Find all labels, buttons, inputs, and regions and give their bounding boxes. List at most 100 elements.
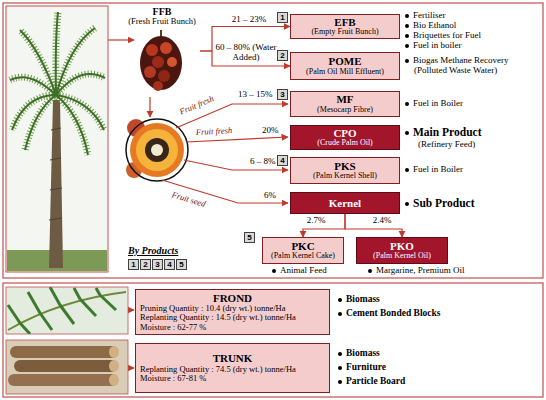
annotation: 6 – 8% xyxy=(250,156,276,166)
flow-arrow xyxy=(108,39,134,40)
bunch-fruitlet xyxy=(153,81,163,91)
label-holder: Sub Product xyxy=(405,197,474,210)
bullet-dot xyxy=(405,168,409,172)
bullet-text: Biomass xyxy=(346,294,380,304)
flow-arrow xyxy=(128,367,134,368)
annotation: 6% xyxy=(264,190,276,200)
biomass-box: FRONDPruning Quantity : 10.4 (dry wt.) t… xyxy=(135,289,330,335)
bullet-dot xyxy=(338,312,342,316)
fruit-outline xyxy=(126,119,188,181)
log xyxy=(8,374,118,386)
bullet-dot xyxy=(405,102,409,106)
node-title: EFB xyxy=(334,16,355,28)
bunch-fruitlet xyxy=(167,57,177,67)
label-holder: (Polluted Waste Water) xyxy=(414,66,497,76)
annotation: By Products xyxy=(128,245,178,256)
node-title: FROND xyxy=(140,292,325,304)
bullet-dot xyxy=(368,269,372,273)
label-holder: By Products xyxy=(128,245,178,256)
annotation: Fruit fresh xyxy=(196,125,233,137)
label-holder: Biomass xyxy=(338,348,380,358)
node-text: (Palm Kernel Cake) xyxy=(271,252,335,261)
label-holder: Biomass xyxy=(338,294,380,304)
log-end xyxy=(109,374,119,386)
annotation: (Refinery Feed) xyxy=(418,139,475,149)
node-text: (Mesocarp Fibre) xyxy=(317,106,373,115)
bullet-text: Margarine, Premium Oil xyxy=(376,265,465,275)
bullet-dot xyxy=(405,24,409,28)
callout-number: 1 xyxy=(277,12,288,23)
palm-trunk xyxy=(49,100,63,268)
log-end xyxy=(109,360,119,372)
callout-number: 2 xyxy=(140,259,151,270)
frond-leaflets xyxy=(8,287,116,334)
bullet-dot xyxy=(338,380,342,384)
node-text: (Palm Kernel Oil) xyxy=(373,252,431,261)
bunch-fruitlet xyxy=(152,56,164,68)
bullet-text: Fuel in Boiler xyxy=(413,164,463,174)
node-title: 5 xyxy=(247,234,251,242)
bullet-dot xyxy=(338,298,342,302)
bullet-dot xyxy=(338,352,342,356)
bullet-text: Sub Product xyxy=(413,197,474,209)
node-title: 3 xyxy=(155,261,159,269)
log xyxy=(10,346,118,358)
callout-number: 2 xyxy=(277,50,288,61)
bullet-dot xyxy=(405,44,409,48)
node-text: Replanting Quantity : 74.5 (dry wt.) ton… xyxy=(140,365,325,375)
label-holder: Main Product xyxy=(405,126,481,139)
frond-rachis xyxy=(8,292,126,330)
bullet-text: Fertiliser xyxy=(413,10,446,20)
fruit-mesocarp xyxy=(136,129,178,171)
node-title: 3 xyxy=(280,91,284,99)
node-title: PKO xyxy=(390,240,414,252)
flow-connector xyxy=(345,214,402,237)
product-box: Kernel xyxy=(290,192,400,214)
bullet-dot xyxy=(405,59,409,63)
bullet-text: Briquettes for Fuel xyxy=(413,30,481,40)
bunch-fruitlet xyxy=(144,66,156,78)
frond-drawing xyxy=(8,287,126,334)
bullet-text: Bio Ethanol xyxy=(413,20,456,30)
edge-label: 2.4% xyxy=(370,216,394,226)
label-holder: 6 – 8% xyxy=(250,157,276,167)
node-text: (Palm Oil Mill Effluent) xyxy=(306,68,384,77)
label-holder: Briquettes for Fuel xyxy=(405,31,481,41)
bullet-text: Biogas Methane Recovery xyxy=(413,55,508,65)
node-title: MF xyxy=(336,93,353,105)
trunk-rings xyxy=(49,128,62,220)
node-title: 5 xyxy=(179,261,183,269)
flow-arrow xyxy=(186,137,288,142)
callout-number: 5 xyxy=(244,232,255,243)
bullet-dot xyxy=(405,131,409,135)
node-title: PKC xyxy=(291,240,314,252)
label-holder: Particle Board xyxy=(338,376,405,386)
node-text: Replanting Quantity : 14.5 (dry wt.) ton… xyxy=(140,313,325,323)
byproduct-box: MF(Mesocarp Fibre) xyxy=(290,91,400,117)
label-holder: Bio Ethanol xyxy=(405,21,456,31)
callout-number: 3 xyxy=(152,259,163,270)
palm-fronds xyxy=(10,12,105,155)
bunch-stem xyxy=(160,30,162,37)
node-title: 2 xyxy=(143,261,147,269)
product-box: PKO(Palm Kernel Oil) xyxy=(356,237,448,264)
bunch-fruitlet xyxy=(158,70,170,82)
annotation: (Polluted Waste Water) xyxy=(414,65,497,75)
fruit-shell xyxy=(145,138,169,162)
bullet-text: Fuel in Boiler xyxy=(413,98,463,108)
bullet-text: Cement Bonded Blocks xyxy=(346,308,440,318)
label-holder: Fruit fresh xyxy=(196,126,233,137)
label-holder: (Refinery Feed) xyxy=(418,140,475,150)
callout-number: 3 xyxy=(277,89,288,100)
label-holder: Biogas Methane Recovery xyxy=(405,56,508,66)
node-title: 2 xyxy=(280,52,284,60)
bullet-dot xyxy=(405,202,409,206)
bullet-text: Biomass xyxy=(346,348,380,358)
bullet-dot xyxy=(405,34,409,38)
edge-label: 2.7% xyxy=(304,216,328,226)
bunch-fruitlet xyxy=(160,42,172,54)
label-holder: Fuel in Boiler xyxy=(405,165,463,175)
label-holder: Margarine, Premium Oil xyxy=(368,266,465,276)
annotation: 20% xyxy=(262,125,279,135)
